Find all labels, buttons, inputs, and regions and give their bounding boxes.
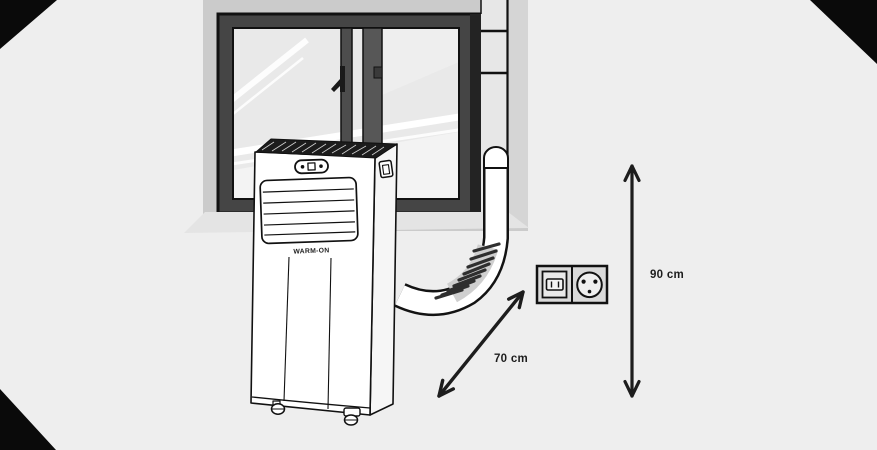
air-inlet-grille: WARM-ON [259,176,359,256]
ac-control-panel [294,158,329,175]
ac-side-handle [378,159,394,179]
caster-wheel-left [270,400,286,415]
corner-triangle-top-right [810,0,877,64]
power-button-icon [300,164,305,169]
corner-triangle-bottom-left [0,389,56,450]
ac-top-vent-hatching [261,141,385,156]
window-handle-icon [331,66,345,92]
hose-window-adapter [483,146,509,169]
ac-top-panel [255,138,398,159]
distance-label-70cm: 70 cm [494,353,528,365]
distance-arrow-90cm [623,164,641,398]
corner-triangle-top-left [0,0,57,49]
mode-button-icon [319,164,323,168]
window-frame-right-band [470,14,481,213]
ac-panel-seams [283,256,332,410]
hose-ribs [434,242,501,300]
window-handle-stub-icon [373,66,383,79]
caster-wheel-right [343,407,361,426]
wall-outlet [535,264,609,305]
exhaust-hose [394,146,509,316]
distance-label-90cm: 90 cm [650,269,684,281]
display-icon [307,162,316,171]
brand-logo: WARM-ON [293,247,329,255]
schuko-socket-icon [576,271,603,299]
recess-right-reveal [508,0,528,228]
grille-louvers [262,188,356,236]
portable-air-conditioner: WARM-ON [250,138,398,426]
rocker-switch-icon [541,270,568,299]
ac-base-line [251,396,371,409]
distance-arrow-70cm [437,290,525,398]
